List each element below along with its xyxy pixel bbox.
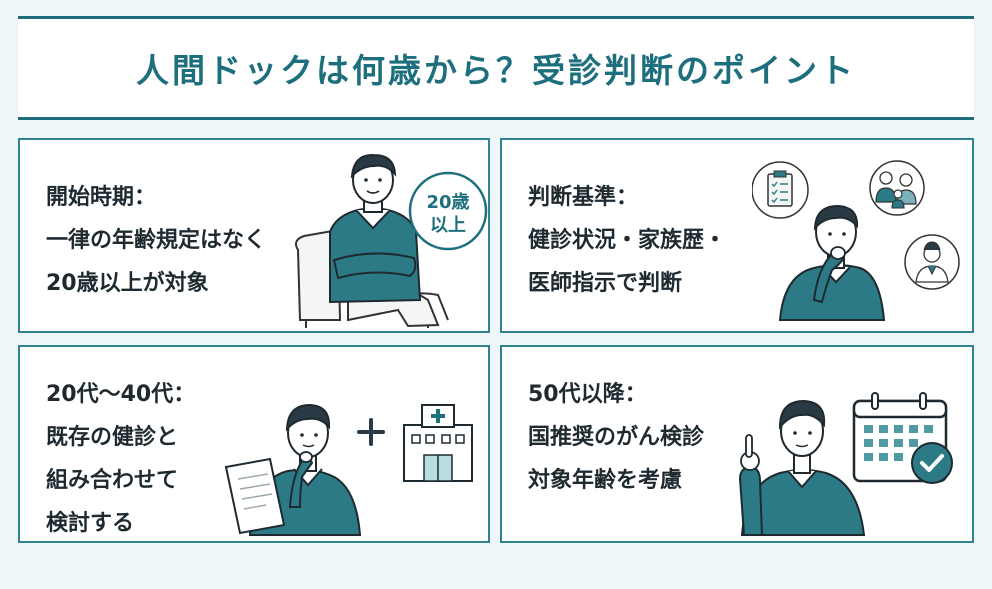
card-line: 既存の健診と — [46, 425, 179, 450]
card-50s-plus: 50代以降： 国推奨のがん検診 対象年齢を考慮 — [500, 345, 974, 543]
card-line: 判断基準： — [528, 185, 639, 210]
card-text: 20代〜40代： 既存の健診と 組み合わせて 検討する — [46, 373, 195, 545]
card-line: 開始時期： — [46, 185, 157, 210]
seated-man-illustration — [295, 153, 449, 328]
clipboard-icon — [767, 170, 793, 207]
card-line: 組み合わせて — [46, 468, 179, 493]
thinking-man-illustration — [752, 160, 960, 321]
card-text: 開始時期： 一律の年齢規定はなく 20歳以上が対象 — [46, 176, 266, 305]
card-criteria: 判断基準： 健診状況・家族歴・ 医師指示で判断 — [500, 138, 974, 333]
doctor-icon — [915, 241, 949, 283]
man-with-document-illustration — [224, 403, 362, 536]
card-line: 20歳以上が対象 — [46, 271, 209, 296]
title-banner: 人間ドックは何歳から？受診判断のポイント — [18, 16, 974, 120]
card-line: 20代〜40代： — [46, 382, 196, 407]
card-text: 判断基準： 健診状況・家族歴・ 医師指示で判断 — [528, 176, 726, 305]
plus-icon — [357, 418, 385, 446]
page-title: 人間ドックは何歳から？受診判断のポイント — [136, 51, 856, 90]
document-icon — [224, 457, 286, 535]
calendar-check-icon — [852, 392, 953, 484]
card-line: 健診状況・家族歴・ — [528, 228, 727, 253]
badge-line-1: 20歳 — [426, 192, 469, 213]
card-line: 50代以降： — [528, 382, 647, 407]
badge-line-2: 以上 — [430, 215, 466, 236]
card-text: 50代以降： 国推奨のがん検診 対象年齢を考慮 — [528, 373, 704, 502]
hospital-icon — [403, 404, 473, 482]
card-line: 検討する — [46, 511, 135, 536]
card-start-age: 開始時期： 一律の年齢規定はなく 20歳以上が対象 20歳 以上 — [18, 138, 490, 333]
card-line: 一律の年齢規定はなく — [46, 228, 267, 253]
card-line: 医師指示で判断 — [528, 271, 683, 296]
age-badge: 20歳 以上 — [408, 171, 488, 251]
family-icon — [875, 171, 917, 209]
card-line: 対象年齢を考慮 — [528, 468, 683, 493]
pointing-man-illustration — [738, 399, 866, 536]
card-20s-40s: 20代〜40代： 既存の健診と 組み合わせて 検討する — [18, 345, 490, 543]
card-line: 国推奨のがん検診 — [528, 425, 705, 450]
